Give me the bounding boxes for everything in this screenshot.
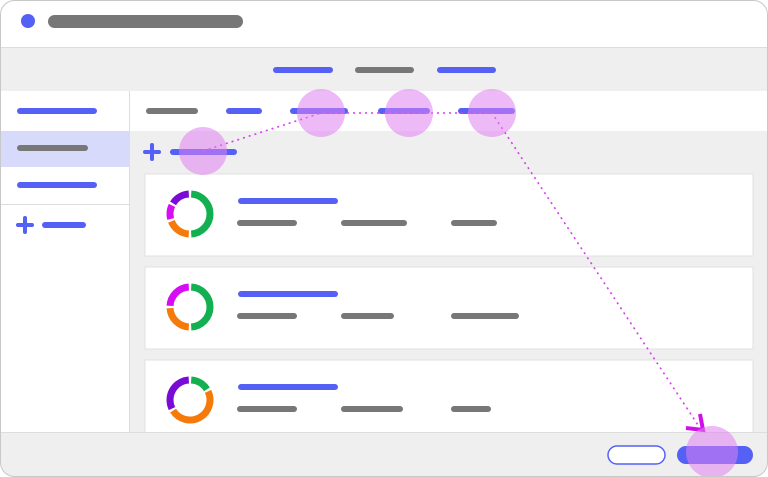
donut-chart-icon: [166, 283, 214, 331]
tab-1[interactable]: [146, 108, 198, 114]
plus-icon: [143, 143, 161, 161]
item-meta: [341, 406, 403, 412]
item-meta: [237, 313, 297, 319]
sidebar-item-3[interactable]: [17, 182, 97, 188]
nav-item-2[interactable]: [355, 67, 414, 73]
donut-slice: [190, 283, 214, 331]
cancel-button[interactable]: [607, 445, 666, 465]
donut-slice: [168, 219, 190, 238]
donut-slice: [166, 203, 176, 220]
item-meta: [237, 406, 297, 412]
donut-slice: [170, 190, 190, 206]
donut-slice: [190, 376, 210, 392]
item-meta: [341, 313, 394, 319]
sidebar-item-1[interactable]: [17, 108, 97, 114]
donut-slice: [190, 190, 214, 238]
click-highlight: [468, 89, 516, 137]
list-item[interactable]: [144, 173, 754, 257]
item-meta: [451, 406, 491, 412]
interaction-path: [202, 112, 701, 429]
plus-icon: [16, 216, 34, 234]
item-meta: [451, 220, 497, 226]
sidebar-item-2-label: [17, 145, 88, 151]
tab-bar: [130, 91, 768, 131]
item-title: [238, 198, 338, 204]
item-title: [238, 384, 338, 390]
donut-chart-icon: [166, 376, 214, 424]
item-meta: [237, 220, 297, 226]
donut-slice: [170, 389, 214, 424]
window-dot-icon: [21, 14, 35, 28]
donut-slice: [166, 283, 190, 307]
donut-slice: [166, 307, 190, 331]
item-meta: [341, 220, 407, 226]
list-item[interactable]: [144, 266, 754, 350]
click-highlight: [385, 89, 433, 137]
click-highlights: [179, 89, 738, 477]
click-highlight: [686, 426, 738, 477]
nav-item-3[interactable]: [437, 67, 496, 73]
sidebar-add-button[interactable]: [16, 216, 86, 234]
item-meta: [451, 313, 519, 319]
donut-slice: [166, 376, 190, 411]
tab-2[interactable]: [226, 108, 262, 114]
nav-item-1[interactable]: [273, 67, 333, 73]
click-highlight: [179, 127, 227, 175]
window-title: [48, 15, 243, 28]
donut-chart-icon: [166, 190, 214, 238]
list-item[interactable]: [144, 359, 754, 443]
item-title: [238, 291, 338, 297]
click-highlight: [297, 89, 345, 137]
